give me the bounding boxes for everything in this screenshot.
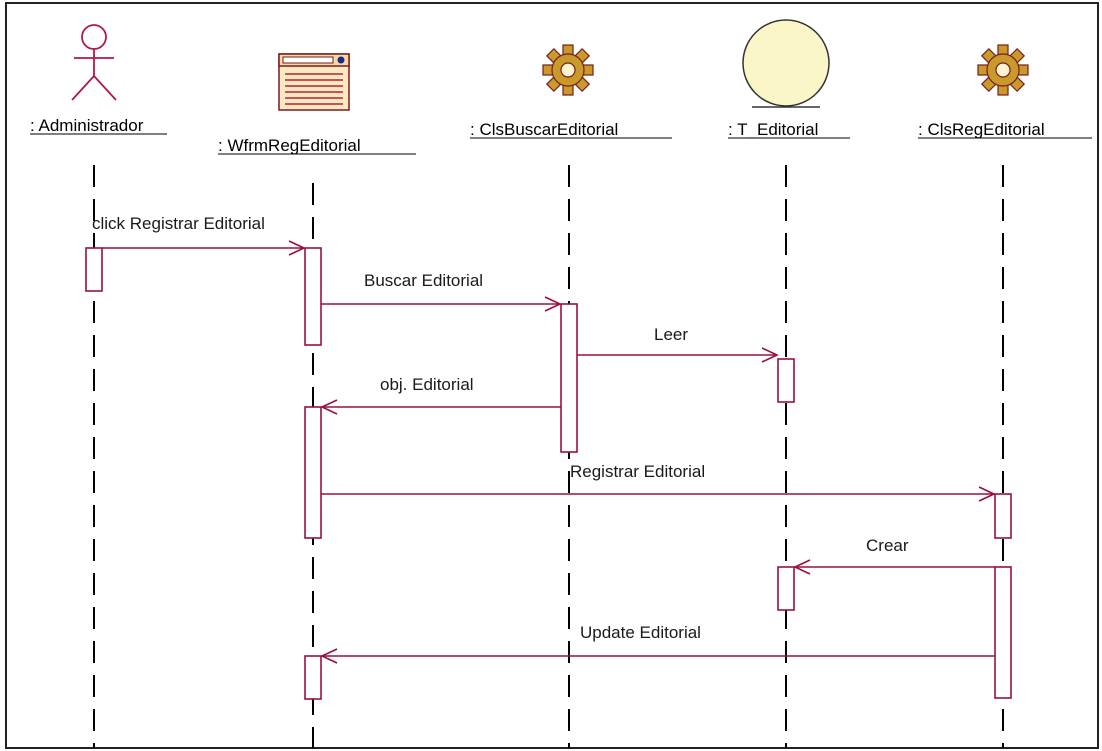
activation-box xyxy=(777,358,795,403)
activation-box xyxy=(560,303,578,453)
control-gear-icon xyxy=(977,44,1029,96)
message-crear xyxy=(793,559,995,575)
message-label: Crear xyxy=(866,536,909,555)
message-label: Buscar Editorial xyxy=(364,271,483,290)
participant-label-wfrmregeditorial: : WfrmRegEditorial xyxy=(218,136,361,155)
message-registrar-editorial xyxy=(321,486,996,502)
message-obj-editorial xyxy=(320,399,561,415)
activation-box xyxy=(994,493,1012,539)
boundary-form-icon xyxy=(278,53,350,111)
message-buscar-editorial xyxy=(321,296,562,312)
activation-box xyxy=(304,655,322,700)
message-label: Update Editorial xyxy=(580,623,701,642)
message-update-editorial xyxy=(320,648,995,664)
participant-label-clsbuscareditorial: : ClsBuscarEditorial xyxy=(470,120,618,139)
message-label: click Registrar Editorial xyxy=(92,214,265,233)
diagram-frame xyxy=(5,2,1099,749)
message-label: Leer xyxy=(654,325,688,344)
control-gear-icon xyxy=(542,44,594,96)
activation-box xyxy=(777,566,795,611)
entity-icon xyxy=(742,19,830,108)
participant-label-administrador: : Administrador xyxy=(30,116,144,135)
message-label: obj. Editorial xyxy=(380,375,474,394)
participant-label-clsregeditorial: : ClsRegEditorial xyxy=(918,120,1045,139)
actor-icon xyxy=(71,24,117,101)
activation-box xyxy=(994,566,1012,699)
activation-box xyxy=(304,406,322,539)
activation-box xyxy=(304,247,322,346)
activation-box xyxy=(85,247,103,292)
message-click-registrar-editorial xyxy=(102,240,306,256)
message-label: Registrar Editorial xyxy=(570,462,705,481)
participant-label-t-editorial: : T_Editorial xyxy=(728,120,818,139)
message-leer xyxy=(577,347,779,363)
